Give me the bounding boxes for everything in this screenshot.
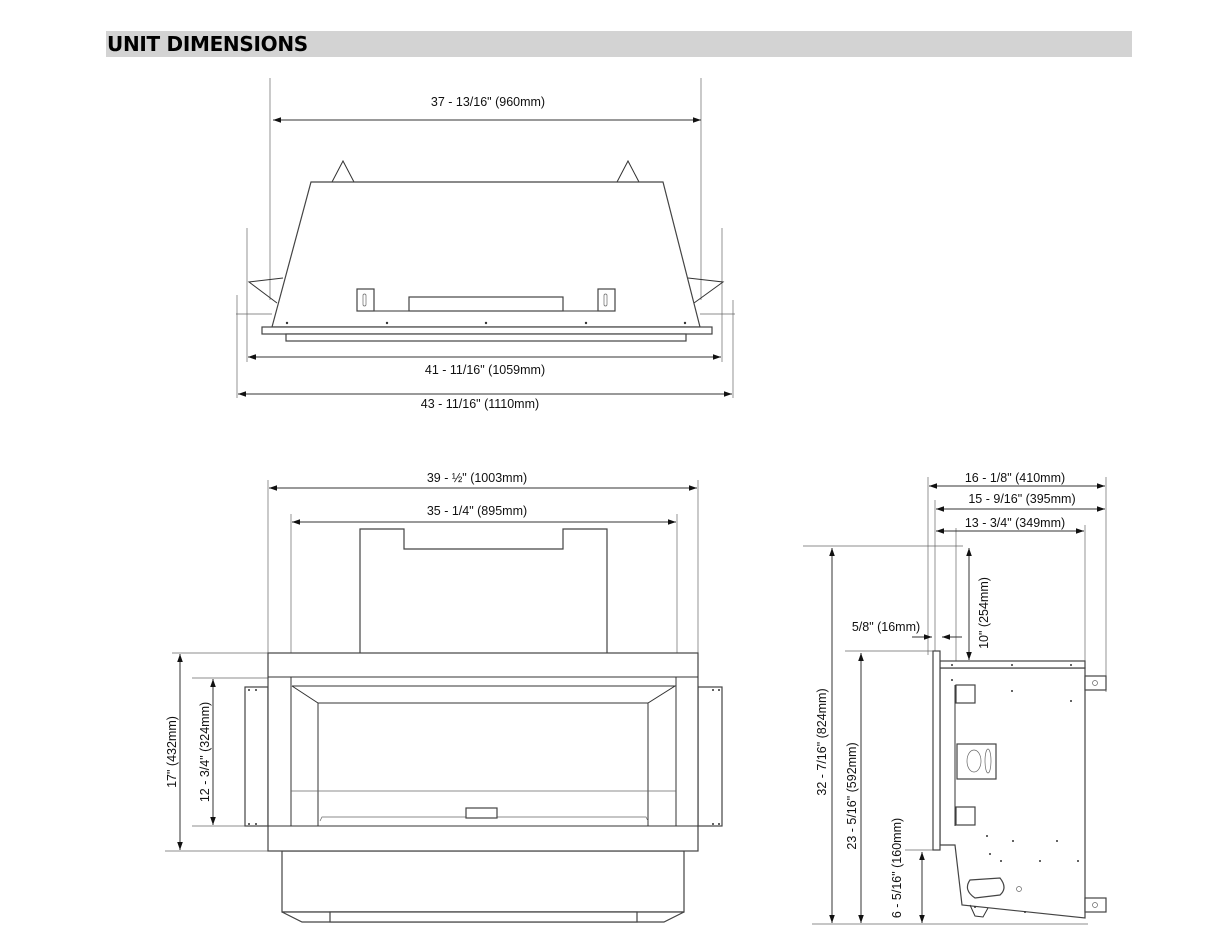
dim-label: 15 - 9/16" (395mm): [968, 492, 1075, 506]
side-view: 16 - 1/8" (410mm) 15 - 9/16" (395mm) 13 …: [803, 471, 1107, 925]
dim-label: 43 - 11/16" (1110mm): [421, 397, 539, 411]
dim-label: 35 - 1/4" (895mm): [427, 504, 527, 518]
section-title: UNIT DIMENSIONS: [107, 32, 308, 56]
extension-lines: [803, 477, 1107, 925]
front-plate: [932, 650, 941, 851]
dim-label: 13 - 3/4" (349mm): [965, 516, 1065, 530]
dim-label: 17" (432mm): [165, 716, 179, 788]
dim-label: 39 - ½" (1003mm): [427, 471, 527, 485]
dim-label: 5/8" (16mm): [852, 620, 920, 634]
unit-body: [939, 667, 1086, 919]
top-view: 37 - 13/16" (960mm) 41 - 11/16" (1059mm)…: [236, 78, 735, 411]
lower-housing: [281, 850, 685, 913]
front-frame: [267, 652, 699, 852]
dim-label: 23 - 5/16" (592mm): [845, 742, 859, 849]
dim-label: 41 - 11/16" (1059mm): [425, 363, 545, 377]
dim-label: 6 - 5/16" (160mm): [890, 818, 904, 918]
rear-vent: [359, 528, 608, 653]
section-header: UNIT DIMENSIONS: [106, 31, 1132, 57]
front-view: 39 - ½" (1003mm) 35 - 1/4" (895mm) 17" (…: [165, 471, 723, 923]
dim-label: 16 - 1/8" (410mm): [965, 471, 1065, 485]
dim-label: 10" (254mm): [977, 577, 991, 649]
dim-label: 37 - 13/16" (960mm): [431, 95, 545, 109]
extension-lines: [236, 78, 735, 398]
dim-label: 32 - 7/16" (824mm): [815, 688, 829, 795]
dim-label: 12 - 3/4" (324mm): [198, 702, 212, 802]
